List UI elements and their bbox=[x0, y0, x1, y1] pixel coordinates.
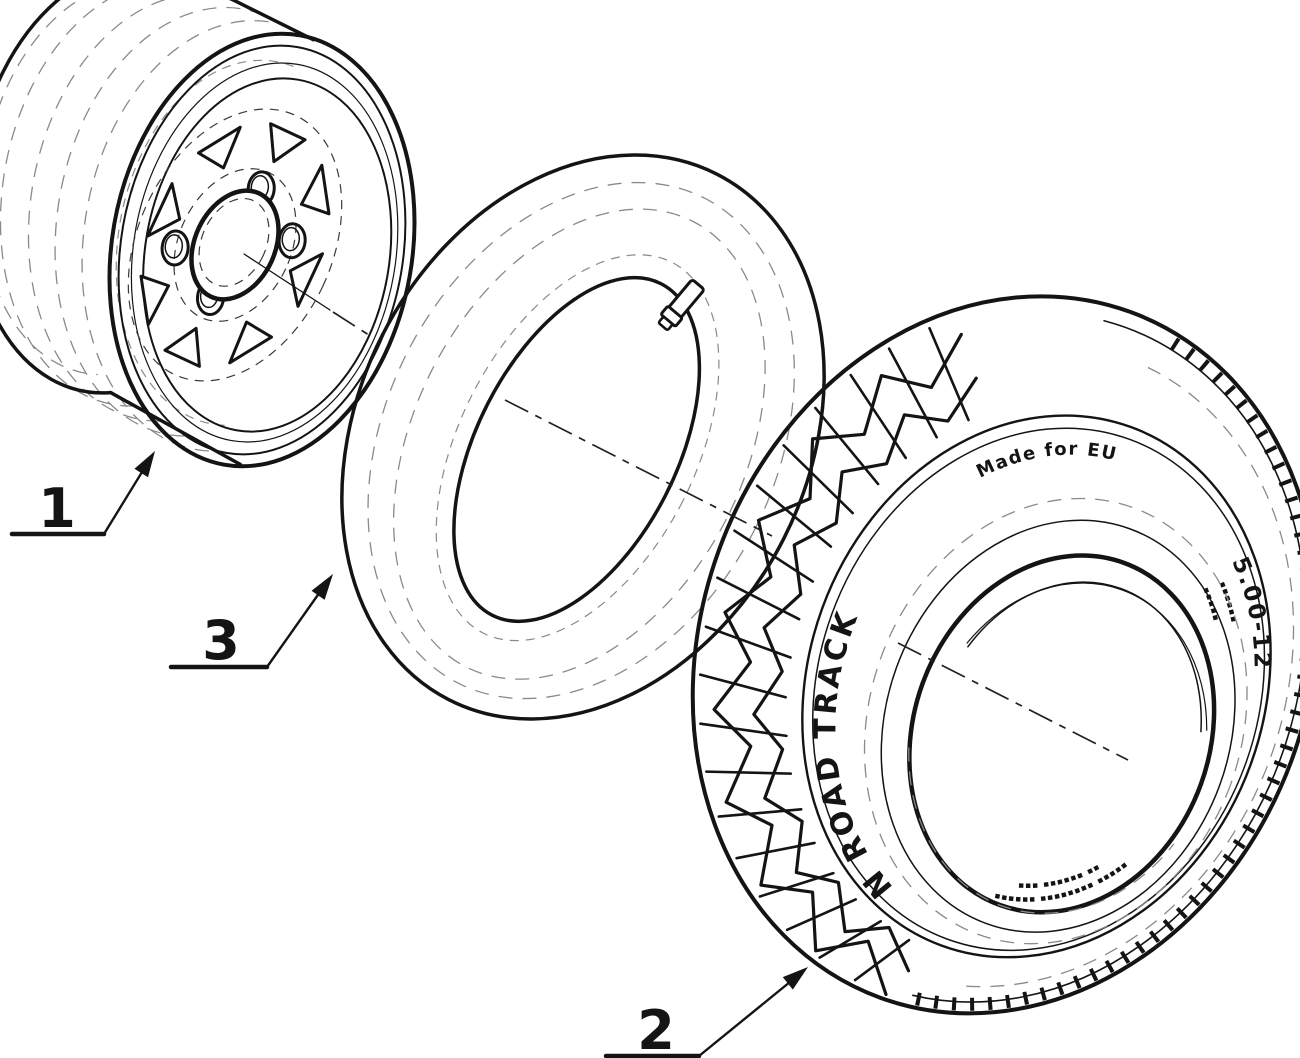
vent-hole bbox=[139, 274, 171, 327]
tube-inner-hole bbox=[452, 275, 702, 624]
sidewall-mold-line bbox=[957, 366, 1295, 988]
wheel-rim bbox=[0, 0, 417, 469]
tread-lug bbox=[704, 625, 792, 659]
vent-hole bbox=[196, 125, 242, 170]
tread-lug bbox=[849, 373, 908, 460]
rim-front-lip-inner bbox=[117, 44, 407, 456]
barrel-hidden-line bbox=[54, 6, 264, 437]
tread-lug bbox=[782, 444, 854, 515]
rim-barrel bbox=[0, 0, 417, 469]
vent-hole bbox=[228, 320, 274, 365]
tread-lug bbox=[699, 722, 788, 738]
tread-lug bbox=[818, 919, 883, 959]
tread-shoulder-line bbox=[912, 319, 1300, 1003]
inner-tube bbox=[340, 153, 826, 721]
bolt-hole bbox=[277, 222, 307, 260]
tube-outer-edge bbox=[340, 153, 826, 721]
vent-hole bbox=[269, 122, 307, 164]
tread-zigzag-outer bbox=[712, 332, 963, 997]
tread-lug bbox=[853, 938, 911, 982]
bead-rim-line bbox=[880, 519, 1236, 933]
tread-lug bbox=[698, 673, 787, 699]
callout-3: 3 bbox=[168, 574, 333, 672]
tread-lug bbox=[716, 576, 801, 621]
tread-lug bbox=[705, 770, 793, 775]
callout-3-leader-line bbox=[265, 580, 329, 669]
hub-bore-hidden-edge bbox=[198, 197, 270, 287]
far-bead-edge-inner bbox=[966, 582, 1208, 731]
callout-1-arrowhead bbox=[134, 451, 155, 478]
far-bead-edge bbox=[967, 581, 1202, 733]
valve-tip bbox=[657, 316, 674, 331]
sidewall-shoulder-ring bbox=[801, 414, 1272, 959]
hub-bore bbox=[189, 188, 281, 302]
callout-3-arrowhead bbox=[311, 574, 333, 600]
callout-3-number: 3 bbox=[202, 609, 240, 672]
sidewall-shoulder-ring-inner bbox=[811, 427, 1266, 952]
tread-lug bbox=[887, 347, 938, 439]
axis-segment-tube bbox=[504, 399, 773, 537]
tube-mold-line bbox=[435, 254, 720, 642]
center-axis-line bbox=[243, 253, 1129, 761]
tread-lug bbox=[735, 841, 816, 860]
axis-segment-tire bbox=[897, 642, 1129, 761]
bead-mold-line bbox=[863, 497, 1248, 945]
vent-ring-construction-line bbox=[127, 108, 343, 382]
rim-bead-seat-line bbox=[130, 62, 399, 443]
tread-lug bbox=[755, 484, 833, 548]
tread-lugs bbox=[698, 326, 970, 982]
rim-face bbox=[127, 108, 343, 382]
callout-2-number: 2 bbox=[637, 999, 675, 1058]
tread-lug bbox=[928, 326, 970, 422]
bolt-circle-construction-line bbox=[173, 168, 297, 322]
tread-lug bbox=[733, 529, 815, 583]
rim-back-flange bbox=[0, 0, 186, 395]
shoulder-notches bbox=[906, 337, 1300, 1011]
bolt-hole bbox=[160, 229, 190, 267]
vent-hole bbox=[299, 163, 331, 216]
tire: VAN ROAD TRACK Made for EU 5.00-12 ▪▪▪▪▪… bbox=[690, 294, 1300, 1016]
barrel-top-silhouette bbox=[182, 0, 316, 42]
vent-hole bbox=[288, 252, 324, 308]
axis-segment-wheel-dashed bbox=[332, 311, 373, 338]
callout-1: 1 bbox=[9, 451, 155, 540]
tube-mold-line bbox=[367, 181, 795, 700]
callout-2-arrowhead bbox=[782, 967, 808, 990]
far-bead-hidden-line bbox=[908, 747, 1175, 914]
tube-mold-line bbox=[392, 208, 766, 680]
tire-outer-silhouette bbox=[690, 294, 1300, 1016]
callout-2-leader-line bbox=[697, 971, 803, 1058]
vent-hole bbox=[146, 182, 182, 238]
barrel-hidden-line bbox=[0, 0, 208, 407]
barrel-hidden-line bbox=[81, 19, 292, 452]
rim-front-lip-outer bbox=[107, 31, 417, 469]
axis-segment-wheel bbox=[243, 253, 331, 311]
drop-center-hidden-line bbox=[115, 59, 294, 426]
callout-1-number: 1 bbox=[38, 477, 76, 540]
tread-zigzag-inner bbox=[752, 376, 978, 973]
callout-2: 2 bbox=[603, 967, 808, 1058]
tread-lug bbox=[814, 406, 880, 486]
valve-stem bbox=[657, 279, 705, 331]
tread-lug bbox=[785, 898, 858, 932]
rim-back-flange-inner bbox=[0, 0, 167, 376]
vent-hole bbox=[163, 326, 201, 368]
